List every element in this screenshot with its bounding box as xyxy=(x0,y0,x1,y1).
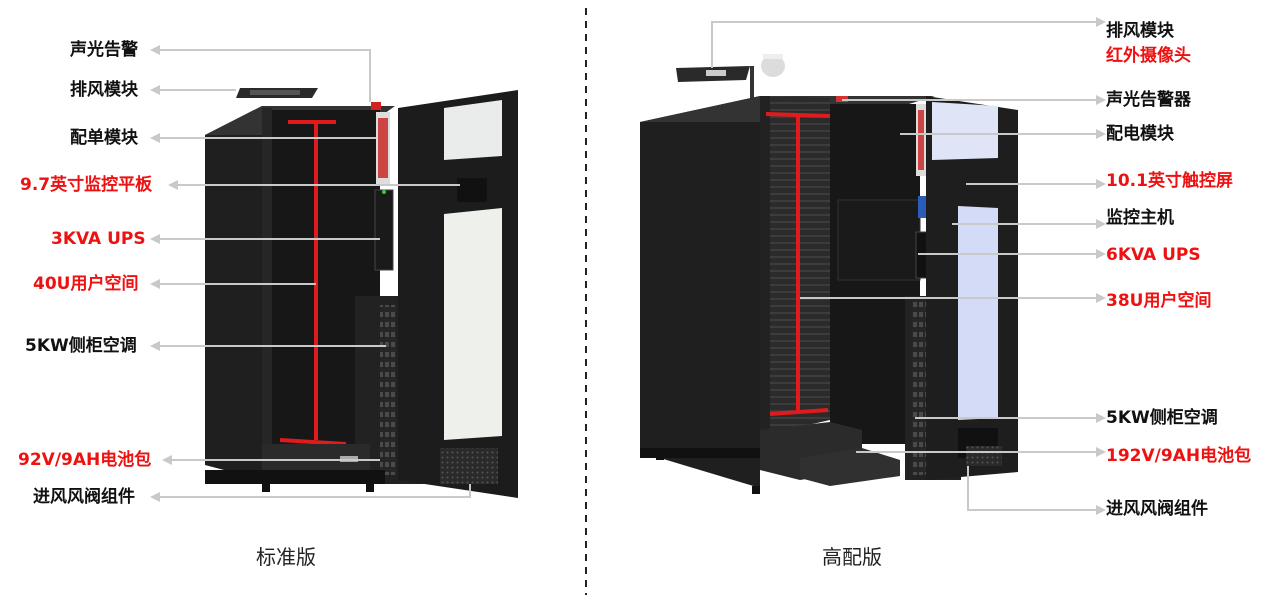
left-leader-lines xyxy=(158,49,471,498)
left-caption: 标准版 xyxy=(256,545,316,569)
high-config-cabinet-illustration xyxy=(640,54,1018,494)
right-leader-lines xyxy=(711,21,1096,511)
right-label-distribution: 配电模块 xyxy=(1106,124,1174,144)
right-label-air-damper: 进风风阀组件 xyxy=(1106,499,1208,519)
left-label-user-space: 40U用户空间 xyxy=(33,274,139,294)
left-label-distribution: 配单模块 xyxy=(70,128,138,148)
left-label-air-damper: 进风风阀组件 xyxy=(33,487,135,507)
left-arrowheads xyxy=(150,45,178,502)
left-label-side-ac: 5KW侧柜空调 xyxy=(25,336,137,356)
left-label-alarm: 声光告警 xyxy=(70,40,138,60)
right-label-alarm: 声光告警器 xyxy=(1106,90,1191,110)
left-label-monitor-tablet: 9.7英寸监控平板 xyxy=(20,175,153,195)
left-label-battery: 92V/9AH电池包 xyxy=(18,450,152,470)
right-caption: 高配版 xyxy=(822,545,882,569)
right-arrowheads xyxy=(1096,17,1106,515)
left-label-ups: 3KVA UPS xyxy=(51,229,146,249)
right-label-ups: 6KVA UPS xyxy=(1106,245,1201,265)
right-label-ir-camera: 红外摄像头 xyxy=(1106,46,1191,66)
right-label-side-ac: 5KW侧柜空调 xyxy=(1106,408,1218,428)
right-label-monitor-host: 监控主机 xyxy=(1106,208,1174,228)
right-label-battery: 192V/9AH电池包 xyxy=(1106,446,1252,466)
left-label-exhaust-module: 排风模块 xyxy=(70,80,138,100)
right-label-exhaust-module: 排风模块 xyxy=(1106,21,1174,41)
right-label-user-space: 38U用户空间 xyxy=(1106,291,1212,311)
standard-cabinet-illustration xyxy=(205,88,518,498)
right-label-touchscreen: 10.1英寸触控屏 xyxy=(1106,171,1233,191)
